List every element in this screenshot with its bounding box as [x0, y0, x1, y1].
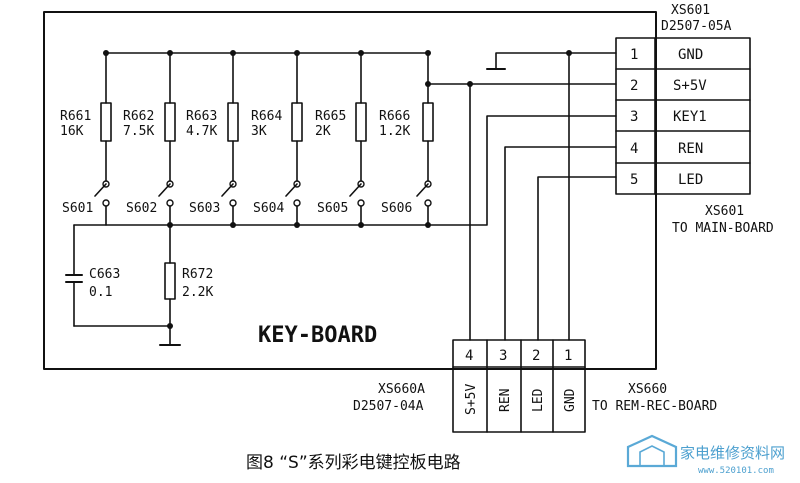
resistor-r661: R661 16K: [60, 52, 112, 182]
xs660-pin-4-name: S+5V: [464, 384, 479, 415]
watermark-text: 家电维修资料网: [680, 444, 785, 462]
xs660a-part: D2507-04A: [353, 399, 424, 414]
xs601-pin-4-num: 4: [630, 141, 638, 157]
r664-value: 3K: [251, 124, 267, 139]
resistor-r666: R666 1.2K: [379, 52, 434, 182]
c663-ref: C663: [89, 267, 120, 282]
s603-label: S603: [189, 201, 220, 216]
xs660-pin-1-name: GND: [563, 388, 578, 412]
xs660-pin-3-name: REN: [498, 389, 513, 412]
xs601-pin-4-name: REN: [678, 141, 703, 157]
xs601-pin-3-num: 3: [630, 109, 638, 125]
board-outline: [43, 11, 657, 370]
xs660-destination: TO REM-REC-BOARD: [592, 399, 717, 414]
xs601-pin-2-num: 2: [630, 78, 638, 94]
capacitor-c663: C663 0.1: [65, 224, 171, 327]
s606-label: S606: [381, 201, 412, 216]
s601-label: S601: [62, 201, 93, 216]
r663-ref: R663: [186, 109, 217, 124]
connector-xs601: 1 GND 2 S+5V 3 KEY1 4 REN 5 LED XS601 D2…: [615, 3, 774, 236]
watermark-url: www.520101.com: [698, 466, 774, 476]
r672-ref: R672: [182, 267, 213, 282]
xs601-ref-bottom: XS601: [705, 204, 744, 219]
site-watermark: 家电维修资料网 www.520101.com: [626, 434, 785, 476]
junction-dots: [103, 50, 431, 329]
r666-ref: R666: [379, 109, 410, 124]
switch-s606: S606: [381, 180, 432, 226]
r664-ref: R664: [251, 109, 282, 124]
key-ladder: R661 16K R662 7.5K R663 4.7K R664 3K: [60, 52, 434, 226]
switch-s602: S602: [126, 180, 174, 226]
xs601-pin-5-num: 5: [630, 172, 638, 188]
board-title: KEY-BOARD: [258, 323, 377, 348]
figure-caption: 图8 “S”系列彩电键控板电路: [246, 453, 461, 473]
switch-s605: S605: [317, 180, 365, 226]
connector-xs660: 4 3 2 1 S+5V REN LED GND XS660A D2507-04…: [353, 339, 717, 433]
s604-label: S604: [253, 201, 284, 216]
wiring: [427, 50, 617, 341]
resistor-r664: R664 3K: [251, 52, 303, 182]
xs601-part: D2507-05A: [661, 19, 732, 34]
switch-s601: S601: [62, 180, 110, 226]
r662-value: 7.5K: [123, 124, 154, 139]
r665-ref: R665: [315, 109, 346, 124]
xs601-pin-2-name: S+5V: [673, 78, 707, 94]
r661-ref: R661: [60, 109, 91, 124]
xs660-pin-3-num: 3: [499, 348, 507, 364]
xs660-ref: XS660: [628, 382, 667, 397]
switch-s603: S603: [189, 180, 237, 226]
resistor-r662: R662 7.5K: [123, 52, 176, 182]
xs601-pin-1-num: 1: [630, 47, 638, 63]
house-logo-icon: [626, 434, 678, 468]
xs660a-ref: XS660A: [378, 382, 425, 397]
xs660-pin-2-num: 2: [532, 348, 540, 364]
r662-ref: R662: [123, 109, 154, 124]
r666-value: 1.2K: [379, 124, 410, 139]
resistor-r665: R665 2K: [315, 52, 367, 182]
xs601-pin-5-name: LED: [678, 172, 703, 188]
xs601-ref-top: XS601: [671, 3, 710, 18]
s602-label: S602: [126, 201, 157, 216]
resistor-r672: R672 2.2K: [164, 224, 213, 346]
r665-value: 2K: [315, 124, 331, 139]
switch-s604: S604: [253, 180, 301, 226]
r663-value: 4.7K: [186, 124, 217, 139]
r672-value: 2.2K: [182, 285, 213, 300]
xs660-pin-1-num: 1: [564, 348, 572, 364]
s605-label: S605: [317, 201, 348, 216]
xs660-pin-4-num: 4: [465, 348, 473, 364]
resistor-r663: R663 4.7K: [186, 52, 239, 182]
xs660-pin-2-name: LED: [531, 388, 546, 412]
r661-value: 16K: [60, 124, 84, 139]
xs601-pin-1-name: GND: [678, 47, 703, 63]
xs601-pin-3-name: KEY1: [673, 109, 707, 125]
xs601-destination: TO MAIN-BOARD: [672, 221, 774, 236]
c663-value: 0.1: [89, 285, 112, 300]
